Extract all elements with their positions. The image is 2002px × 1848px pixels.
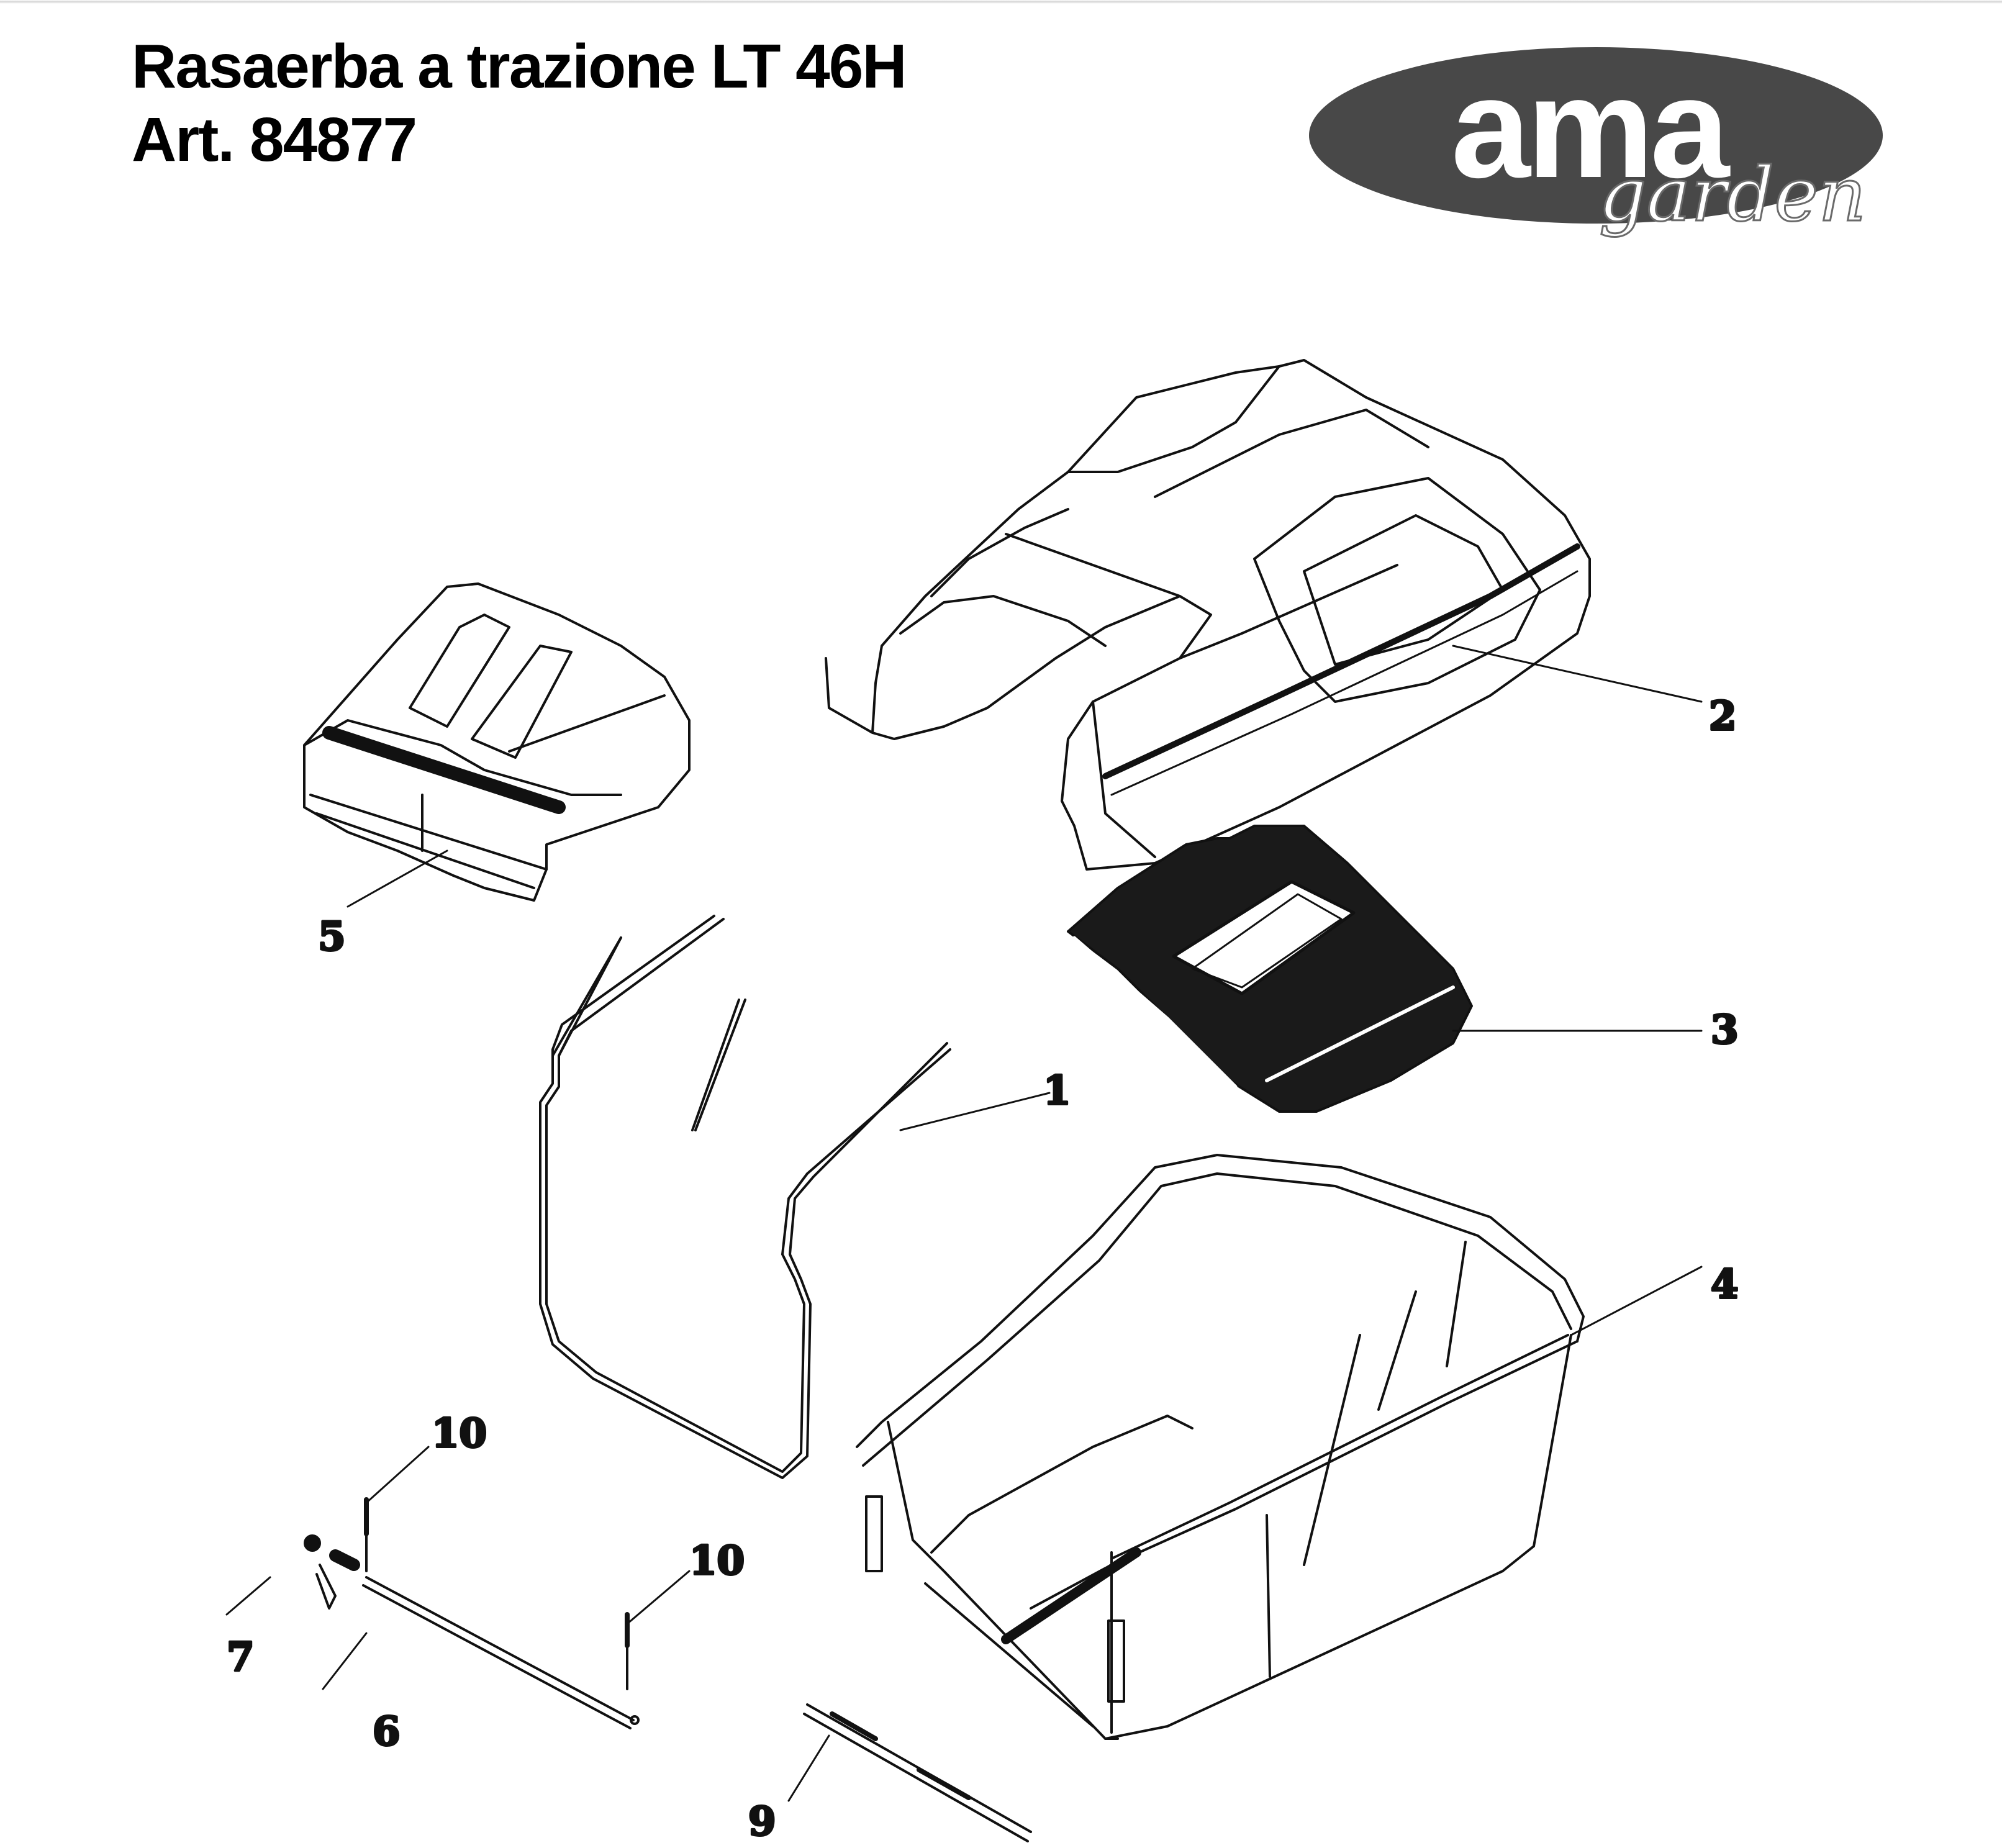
part-clip bbox=[304, 1534, 360, 1610]
part-rear-cover bbox=[303, 582, 691, 902]
part-pins bbox=[364, 1497, 630, 1690]
logo-script-text: garden bbox=[1599, 152, 1867, 238]
product-name: Rasaerba a trazione LT 46H bbox=[132, 32, 907, 101]
callout-10-lower: 10 bbox=[689, 1538, 745, 1584]
part-mesh-panel bbox=[1067, 825, 1473, 1113]
logo-ellipse bbox=[1309, 47, 1883, 224]
callout-3: 3 bbox=[1711, 1007, 1739, 1053]
callout-10-upper: 10 bbox=[432, 1410, 487, 1457]
callout-4: 4 bbox=[1711, 1261, 1739, 1308]
page-title: Rasaerba a trazione LT 46H Art. 84877 bbox=[132, 30, 907, 176]
part-bottom-bar bbox=[803, 1703, 1032, 1842]
part-frame bbox=[539, 915, 951, 1479]
callout-9: 9 bbox=[748, 1798, 776, 1845]
part-grass-bag bbox=[856, 1154, 1585, 1740]
callout-1: 1 bbox=[1043, 1067, 1071, 1114]
leader-lines bbox=[225, 645, 1703, 1802]
callout-2: 2 bbox=[1709, 693, 1737, 740]
ama-garden-logo: ama garden bbox=[1309, 47, 1883, 240]
article-number: Art. 84877 bbox=[132, 105, 417, 174]
callout-7: 7 bbox=[227, 1634, 255, 1680]
callout-5: 5 bbox=[318, 913, 346, 960]
logo-brand-text: ama bbox=[1451, 48, 1731, 207]
top-border bbox=[0, 0, 2002, 4]
part-upper-cover bbox=[825, 359, 1591, 871]
callout-6: 6 bbox=[373, 1708, 401, 1755]
part-rod bbox=[362, 1576, 640, 1729]
callout-labels: 1 2 3 4 5 6 7 9 10 10 bbox=[225, 692, 1740, 1846]
